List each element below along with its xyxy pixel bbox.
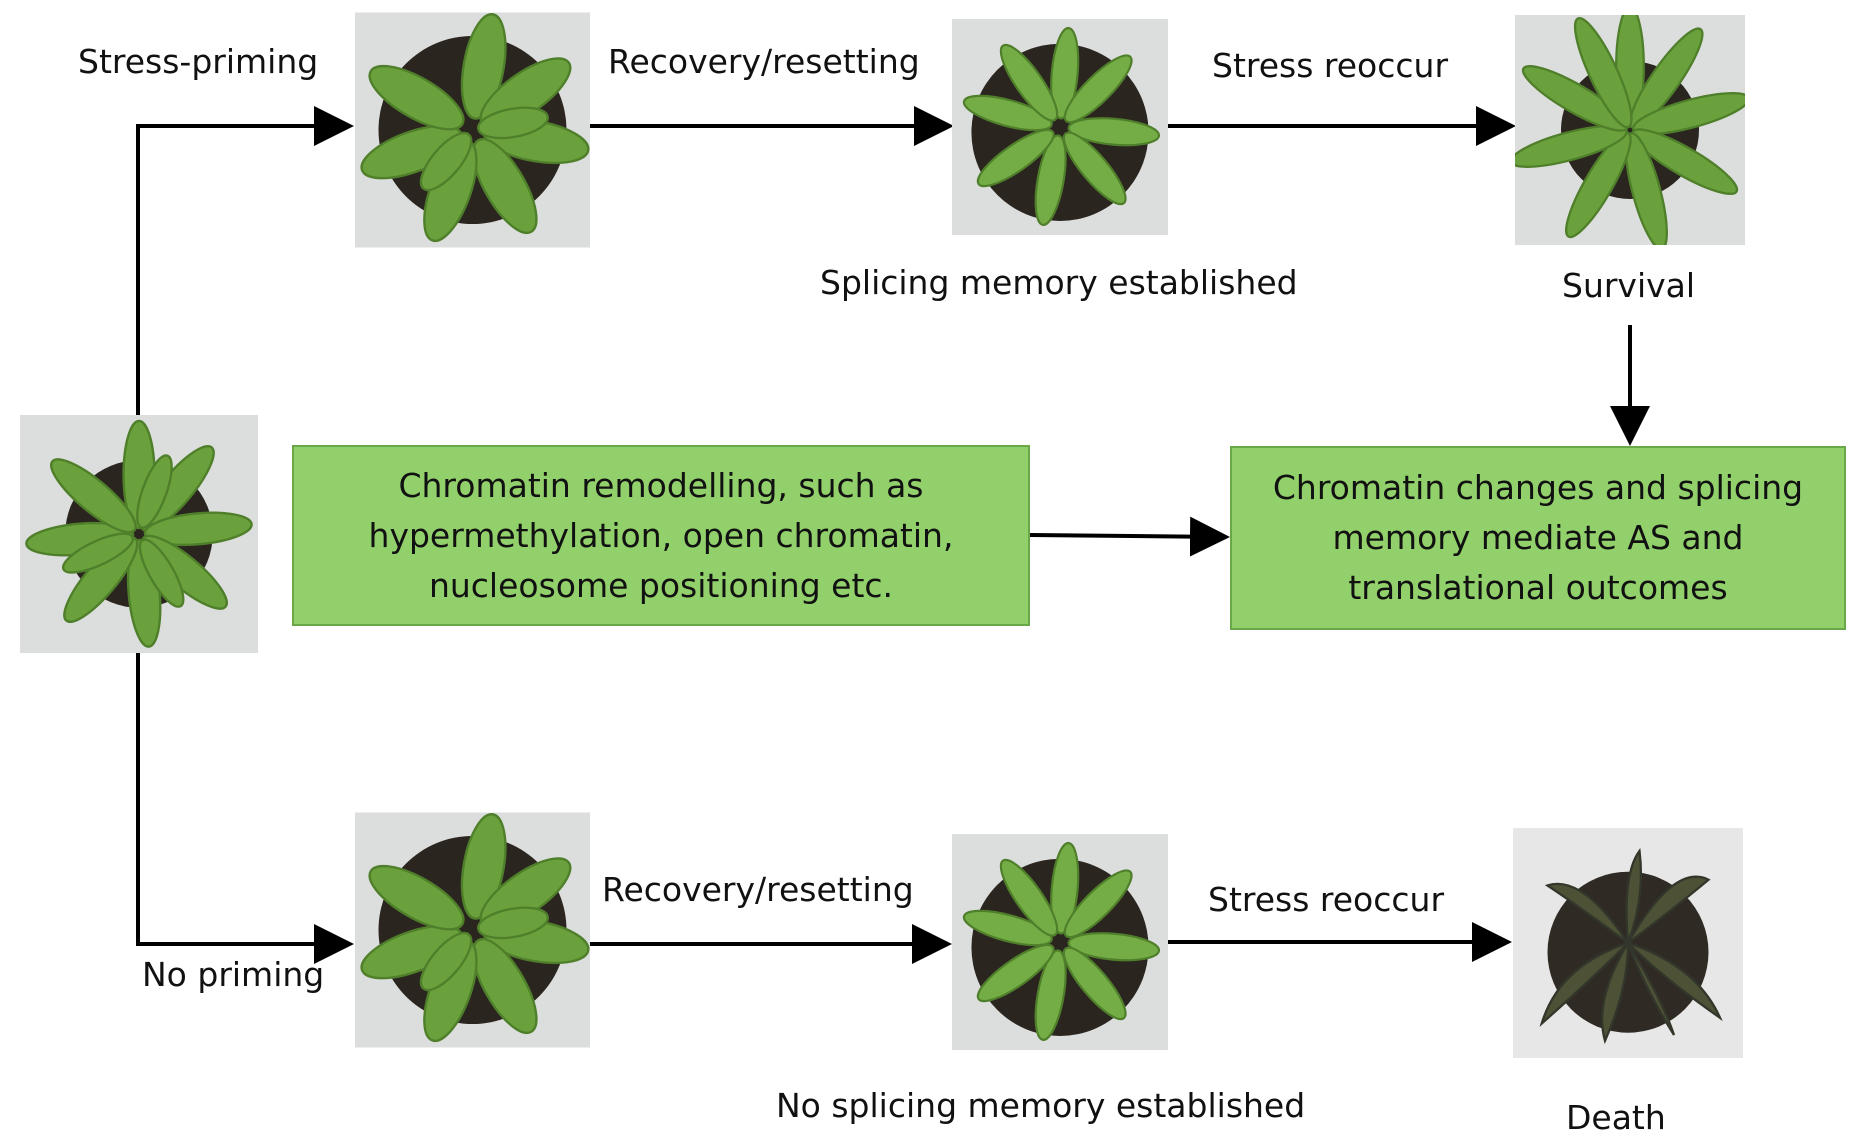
splicing-memory-outcome-box: Chromatin changes and splicing memory me… [1230, 446, 1846, 630]
outcome-box-line: Chromatin changes and splicing [1272, 468, 1804, 507]
chromatin-remodelling-line: nucleosome positioning etc. [428, 565, 894, 605]
plant-image-primed [355, 12, 590, 248]
plant-image-recovered [952, 19, 1168, 235]
plant-image-survival [1515, 15, 1745, 245]
label-splicing-memory: Splicing memory established [820, 263, 1298, 302]
chromatin-remodelling-line: Chromatin remodelling, such as [398, 465, 924, 505]
label-survival: Survival [1562, 266, 1696, 305]
branch-down-connector [136, 652, 354, 964]
label-stress-reoccur-bottom: Stress reoccur [1208, 880, 1445, 919]
label-stress-priming: Stress-priming [78, 42, 319, 81]
label-recovery-bottom: Recovery/resetting [602, 870, 914, 909]
chromatin-remodelling-box: Chromatin remodelling, such as hypermeth… [292, 445, 1030, 626]
plant-image-unprimed-recovered [952, 834, 1168, 1050]
outcome-box-line: translational outcomes [1348, 568, 1728, 607]
outcome-box-line: memory mediate AS and [1332, 518, 1744, 557]
plant-image-start [20, 415, 258, 653]
label-no-splicing-memory: No splicing memory established [776, 1086, 1306, 1125]
label-recovery-top: Recovery/resetting [608, 42, 920, 81]
arrow-chromatin-right [1029, 516, 1230, 557]
plant-image-unprimed [355, 812, 590, 1048]
branch-up-connector [136, 106, 354, 417]
label-death: Death [1566, 1098, 1666, 1137]
chromatin-remodelling-line: hypermethylation, open chromatin, [368, 515, 954, 555]
label-stress-reoccur-top: Stress reoccur [1212, 46, 1449, 85]
label-no-priming: No priming [142, 955, 325, 994]
plant-image-death [1513, 828, 1743, 1058]
